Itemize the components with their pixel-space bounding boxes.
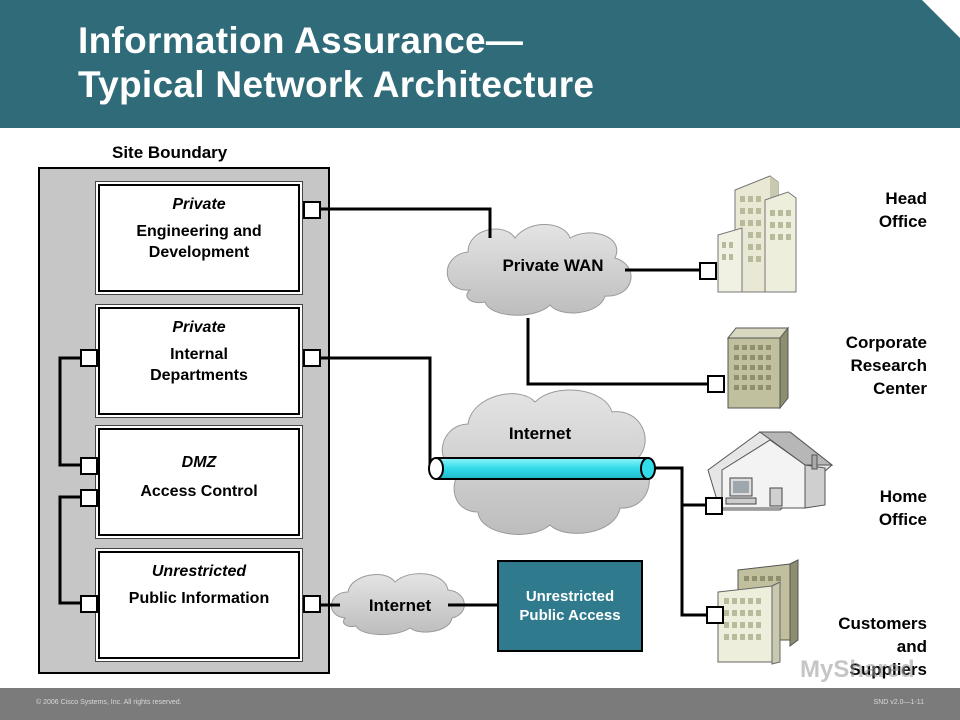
private-wan-cloud: [446, 224, 632, 316]
footer-course-code: SND v2.0—1-11: [873, 699, 924, 706]
header-banner: Information Assurance— Typical Network A…: [0, 0, 960, 128]
zone-public-body: Public Information: [128, 590, 270, 607]
port-engineering-right: [303, 201, 321, 219]
zone-internal-head: Private: [172, 319, 226, 336]
site-home-office-label: Home Office: [878, 487, 927, 529]
site-boundary-label: Site Boundary: [112, 143, 228, 162]
wire-wan-research: [526, 318, 708, 386]
zone-engineering-body: Engineering and Development: [136, 223, 262, 261]
site-research-label: Corporate Research Center: [845, 333, 927, 398]
title-line-2: Typical Network Architecture: [78, 64, 595, 105]
title-line-1: Information Assurance—: [78, 20, 524, 61]
internet-main-label: Internet: [508, 424, 572, 443]
port-home-office: [705, 497, 723, 515]
port-dmz-left-bottom: [80, 489, 98, 507]
wire-engineering-wan: [319, 207, 492, 238]
port-internal-left: [80, 349, 98, 367]
zone-engineering-head: Private: [172, 196, 226, 213]
footer-bar: © 2006 Cisco Systems, Inc. All rights re…: [0, 688, 960, 720]
site-head-office-label: Head Office: [878, 189, 927, 231]
footer-copyright: © 2006 Cisco Systems, Inc. All rights re…: [36, 699, 182, 706]
site-customers-label: Customers and Suppliers: [838, 614, 927, 679]
buildings-icon: [717, 559, 799, 665]
vpn-tunnel: [428, 457, 656, 480]
zone-public-head: Unrestricted: [151, 563, 247, 580]
zone-dmz-head: DMZ: [181, 454, 217, 471]
internet-public-label: Internet: [368, 596, 432, 615]
private-wan-label: Private WAN: [502, 256, 604, 275]
office-tower-icon: [717, 175, 797, 293]
house-computer-icon: [707, 431, 834, 511]
port-head-office: [699, 262, 717, 280]
port-public-right: [303, 595, 321, 613]
public-access-box: Unrestricted Public Access: [497, 560, 643, 652]
zone-internal-body: Internal Departments: [150, 346, 248, 384]
wire-internal-internet: [319, 356, 432, 468]
zone-public: Unrestricted Public Information: [98, 551, 300, 659]
internet-public-cloud: [330, 573, 465, 635]
wire-left-dmz-public: [58, 495, 82, 605]
watermark-text: MyShared: [800, 656, 915, 683]
port-customers: [706, 606, 724, 624]
port-dmz-left-top: [80, 457, 98, 475]
port-research: [707, 375, 725, 393]
port-public-left: [80, 595, 98, 613]
wire-tunnel-sites: [655, 466, 710, 617]
zone-engineering: Private Engineering and Development: [98, 184, 300, 292]
wire-left-internal-dmz: [58, 356, 82, 467]
zone-internal: Private Internal Departments: [98, 307, 300, 415]
zone-dmz: DMZ Access Control: [98, 428, 300, 536]
public-access-label: Unrestricted Public Access: [519, 588, 621, 624]
port-internal-right: [303, 349, 321, 367]
corner-notch: [922, 0, 960, 38]
zone-dmz-body: Access Control: [140, 483, 258, 500]
research-building-icon: [726, 326, 790, 410]
